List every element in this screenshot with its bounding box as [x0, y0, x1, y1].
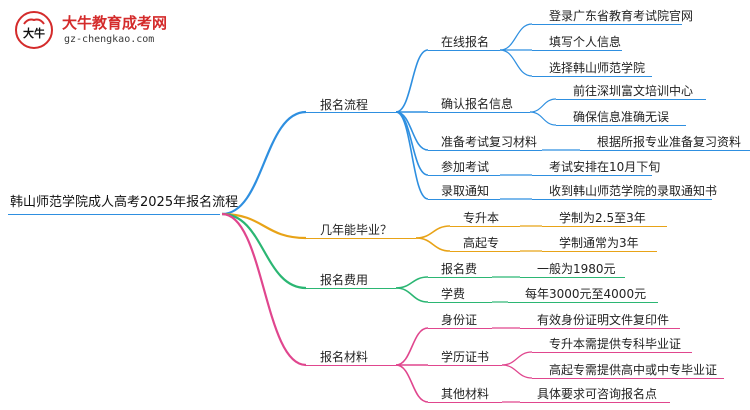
- edge-branch-0-child-4: [395, 111, 429, 200]
- child-underline-1-0: [450, 226, 520, 227]
- branch-underline-0: [306, 112, 396, 113]
- node-gqz: 高起专: [463, 236, 500, 250]
- edge-branch-1-child-0: [415, 225, 451, 239]
- node-registration-fee: 报名费: [441, 262, 478, 276]
- leaf-visit-center: 前往深圳富文培训中心: [573, 84, 694, 98]
- edge-child-3-1-leaf-1: [501, 364, 533, 379]
- edge-root-branch-1: [221, 212, 307, 240]
- logo-title: 大牛教育成考网: [62, 14, 168, 32]
- edge-branch-2-child-0: [395, 276, 429, 289]
- leaf-underline-1-0-0: [542, 226, 667, 227]
- edge-child-0-1-leaf-1: [529, 111, 557, 126]
- child-underline-0-1: [428, 112, 530, 113]
- node-online-registration: 在线报名: [441, 35, 490, 49]
- leaf-tuition-amount: 每年3000元至4000元: [525, 287, 647, 301]
- node-confirm-info: 确认报名信息: [441, 97, 514, 111]
- branch-graduation-years: 几年能毕业？: [320, 223, 393, 237]
- child-underline-3-0: [428, 328, 492, 329]
- leaf-underline-0-3-0: [532, 175, 652, 176]
- leaf-id-copy: 有效身份证明文件复印件: [537, 313, 670, 327]
- leaf-fee-amount: 一般为1980元: [537, 262, 616, 276]
- leaf-underline-0-0-0: [532, 24, 682, 25]
- root-underline: [8, 214, 220, 215]
- node-tuition: 学费: [441, 287, 466, 301]
- edge-branch-3-child-0: [395, 327, 429, 366]
- edge-branch-0-child-3: [395, 111, 429, 176]
- node-admission-notice: 录取通知: [441, 184, 490, 198]
- leaf-underline-3-1-0: [532, 352, 692, 353]
- edge-branch-1-child-1: [415, 237, 451, 252]
- edge-child-3-1-leaf-0: [501, 351, 533, 366]
- child-underline-2-0: [428, 277, 492, 278]
- child-underline-3-2: [428, 402, 502, 403]
- leaf-underline-1-1-0: [542, 251, 657, 252]
- logo-ox-icon: 大牛: [15, 11, 53, 49]
- child-underline-0-2: [428, 150, 542, 151]
- child-underline-0-3: [428, 175, 500, 176]
- edge-branch-2-child-1: [395, 287, 429, 303]
- leaf-fill-info: 填写个人信息: [549, 35, 622, 49]
- leaf-login-website: 登录广东省教育考试院官网: [549, 9, 694, 23]
- edge-child-0-1-leaf-0: [529, 98, 557, 113]
- child-underline-0-0: [428, 50, 500, 51]
- leaf-gqz-diploma: 高起专需提供高中或中专毕业证: [549, 363, 718, 377]
- node-id-card: 身份证: [441, 313, 478, 327]
- edge-child-0-0-leaf-2: [499, 49, 533, 77]
- child-underline-1-1: [450, 251, 520, 252]
- branch-materials: 报名材料: [320, 350, 369, 364]
- node-diploma: 学历证书: [441, 350, 490, 364]
- leaf-underline-3-0-0: [520, 328, 680, 329]
- node-zsb: 专升本: [463, 211, 500, 225]
- leaf-underline-3-2-0: [520, 402, 670, 403]
- edge-branch-0-child-0: [395, 49, 429, 113]
- branch-underline-1: [306, 238, 416, 239]
- leaf-underline-0-0-1: [532, 50, 622, 51]
- leaf-exam-date: 考试安排在10月下旬: [549, 160, 661, 174]
- leaf-zsb-diploma: 专升本需提供专科毕业证: [549, 337, 682, 351]
- leaf-zsb-duration: 学制为2.5至3年: [559, 211, 646, 225]
- leaf-underline-3-1-1: [532, 378, 724, 379]
- leaf-underline-0-1-1: [556, 125, 686, 126]
- node-prepare-materials: 准备考试复习材料: [441, 135, 538, 149]
- leaf-underline-0-1-0: [556, 99, 706, 100]
- leaf-underline-0-2-0: [580, 150, 750, 151]
- leaf-prepare-review: 根据所报专业准备复习资料: [597, 135, 742, 149]
- child-underline-3-1: [428, 365, 502, 366]
- leaf-consult-office: 具体要求可咨询报名点: [537, 387, 658, 401]
- edge-root-branch-2: [221, 212, 307, 290]
- edge-root-branch-3: [221, 212, 307, 367]
- leaf-receive-notice: 收到韩山师范学院的录取通知书: [549, 184, 718, 198]
- leaf-underline-2-1-0: [508, 302, 658, 303]
- logo-url: gz-chengkao.com: [64, 34, 155, 45]
- logo-glyph: 大牛: [23, 26, 45, 40]
- root-topic: 韩山师范学院成人高考2025年报名流程: [10, 195, 239, 210]
- child-underline-0-4: [428, 199, 500, 200]
- leaf-underline-0-4-0: [532, 199, 712, 200]
- leaf-underline-0-0-2: [532, 76, 652, 77]
- leaf-select-college: 选择韩山师范学院: [549, 61, 646, 75]
- branch-registration-process: 报名流程: [320, 98, 369, 112]
- leaf-underline-2-0-0: [520, 277, 625, 278]
- branch-underline-3: [306, 365, 396, 366]
- site-logo[interactable]: 大牛 大牛教育成考网 gz-chengkao.com: [10, 8, 200, 54]
- leaf-verify-info: 确保信息准确无误: [573, 110, 670, 124]
- edge-root-branch-0: [221, 110, 307, 216]
- edge-branch-3-child-2: [395, 364, 429, 403]
- leaf-gqz-duration: 学制通常为3年: [559, 236, 639, 250]
- node-take-exam: 参加考试: [441, 160, 490, 174]
- branch-fees: 报名费用: [320, 273, 369, 287]
- node-other-materials: 其他材料: [441, 387, 490, 401]
- edge-child-0-0-leaf-0: [499, 23, 533, 51]
- branch-underline-2: [306, 288, 396, 289]
- child-underline-2-1: [428, 302, 492, 303]
